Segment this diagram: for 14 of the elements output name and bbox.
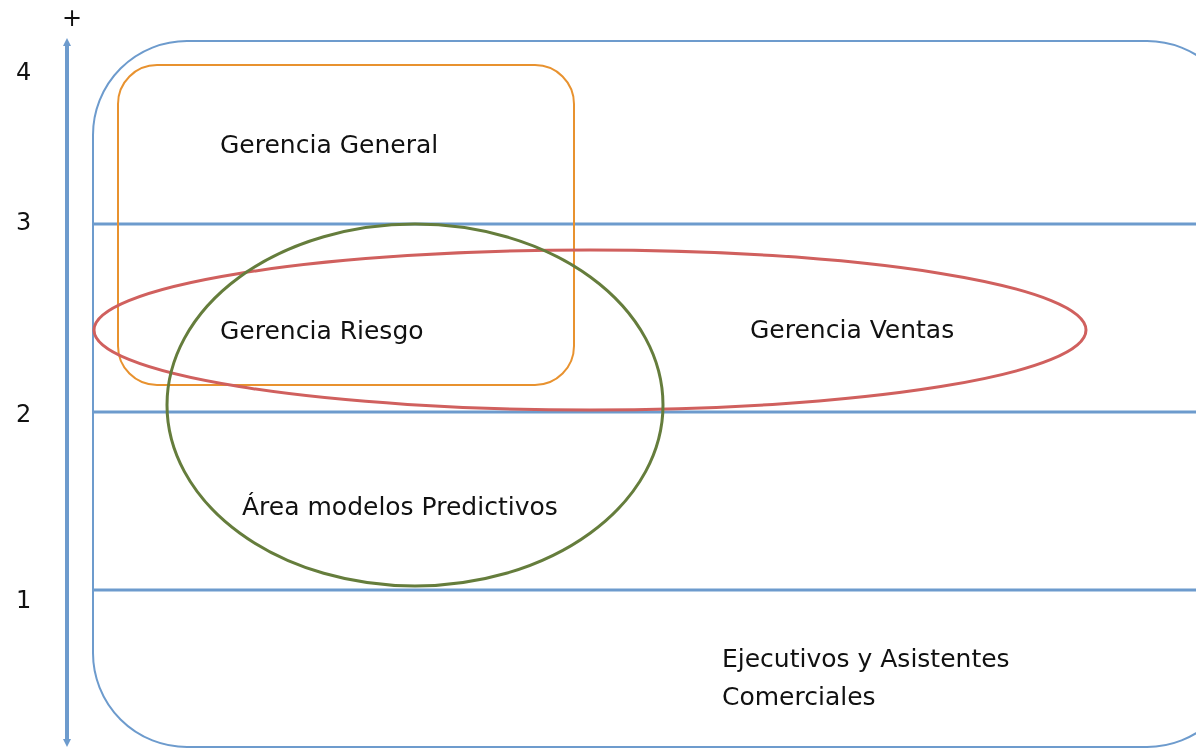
ellipse-region (165, 222, 665, 588)
axis-tick-label: 2 (16, 400, 32, 428)
rounded-region (92, 40, 1196, 748)
axis-tick-label: 3 (16, 208, 32, 236)
region-label: Gerencia Ventas (750, 314, 955, 346)
axis-tick-label: 1 (16, 586, 32, 614)
region-label: Gerencia General (220, 129, 439, 161)
region-label: Gerencia Riesgo (220, 315, 424, 347)
axis-label: + (62, 4, 83, 32)
rounded-box (117, 64, 575, 386)
axis-tick-label: 4 (16, 58, 32, 86)
ellipse-region (92, 248, 1088, 412)
region-label: Área modelos Predictivos (242, 491, 558, 523)
region-label: Ejecutivos y Asistentes Comerciales (722, 643, 1011, 713)
